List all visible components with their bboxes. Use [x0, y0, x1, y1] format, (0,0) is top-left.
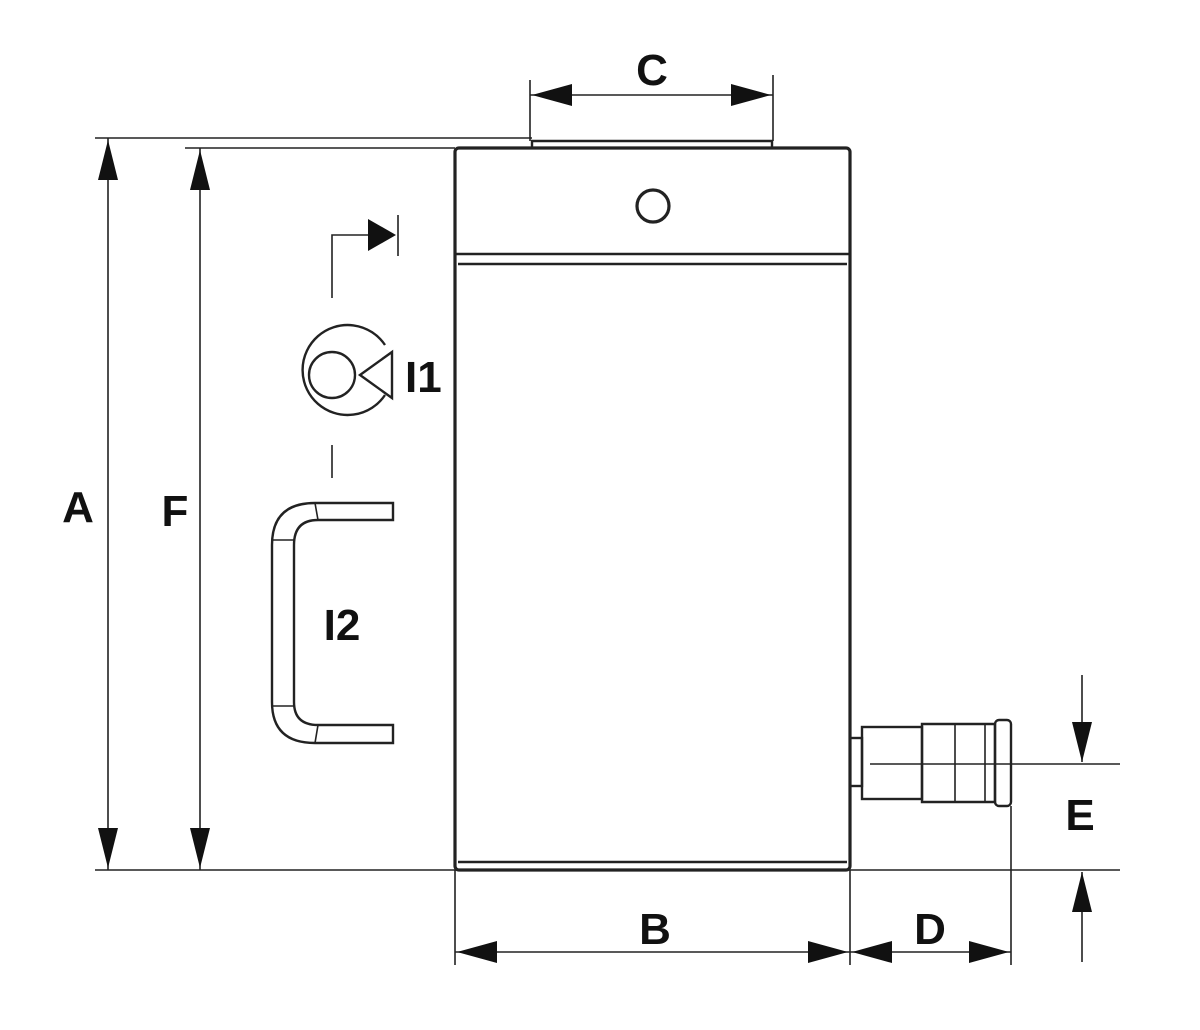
dimension-c [530, 84, 773, 106]
label-e: E [1065, 791, 1094, 840]
label-i2: I2 [324, 601, 361, 650]
label-i1: I1 [405, 353, 442, 402]
label-a: A [62, 483, 94, 532]
top-port-hole [635, 188, 671, 224]
cylinder-body [453, 139, 852, 872]
i1-ring-attachment [301, 323, 394, 417]
label-f: F [162, 487, 189, 536]
extension-lines [95, 75, 1120, 965]
label-c: C [636, 46, 668, 95]
dimension-f [190, 148, 210, 870]
dimension-a [98, 138, 118, 870]
dimension-e [1072, 675, 1092, 962]
label-d: D [914, 905, 946, 954]
i2-handle-attachment [270, 501, 395, 745]
dimension-b [455, 941, 850, 963]
label-b: B [639, 905, 671, 954]
section-indicator-arrow [331, 215, 399, 478]
hydraulic-coupler [848, 718, 1013, 808]
dimension-d [850, 941, 1011, 963]
